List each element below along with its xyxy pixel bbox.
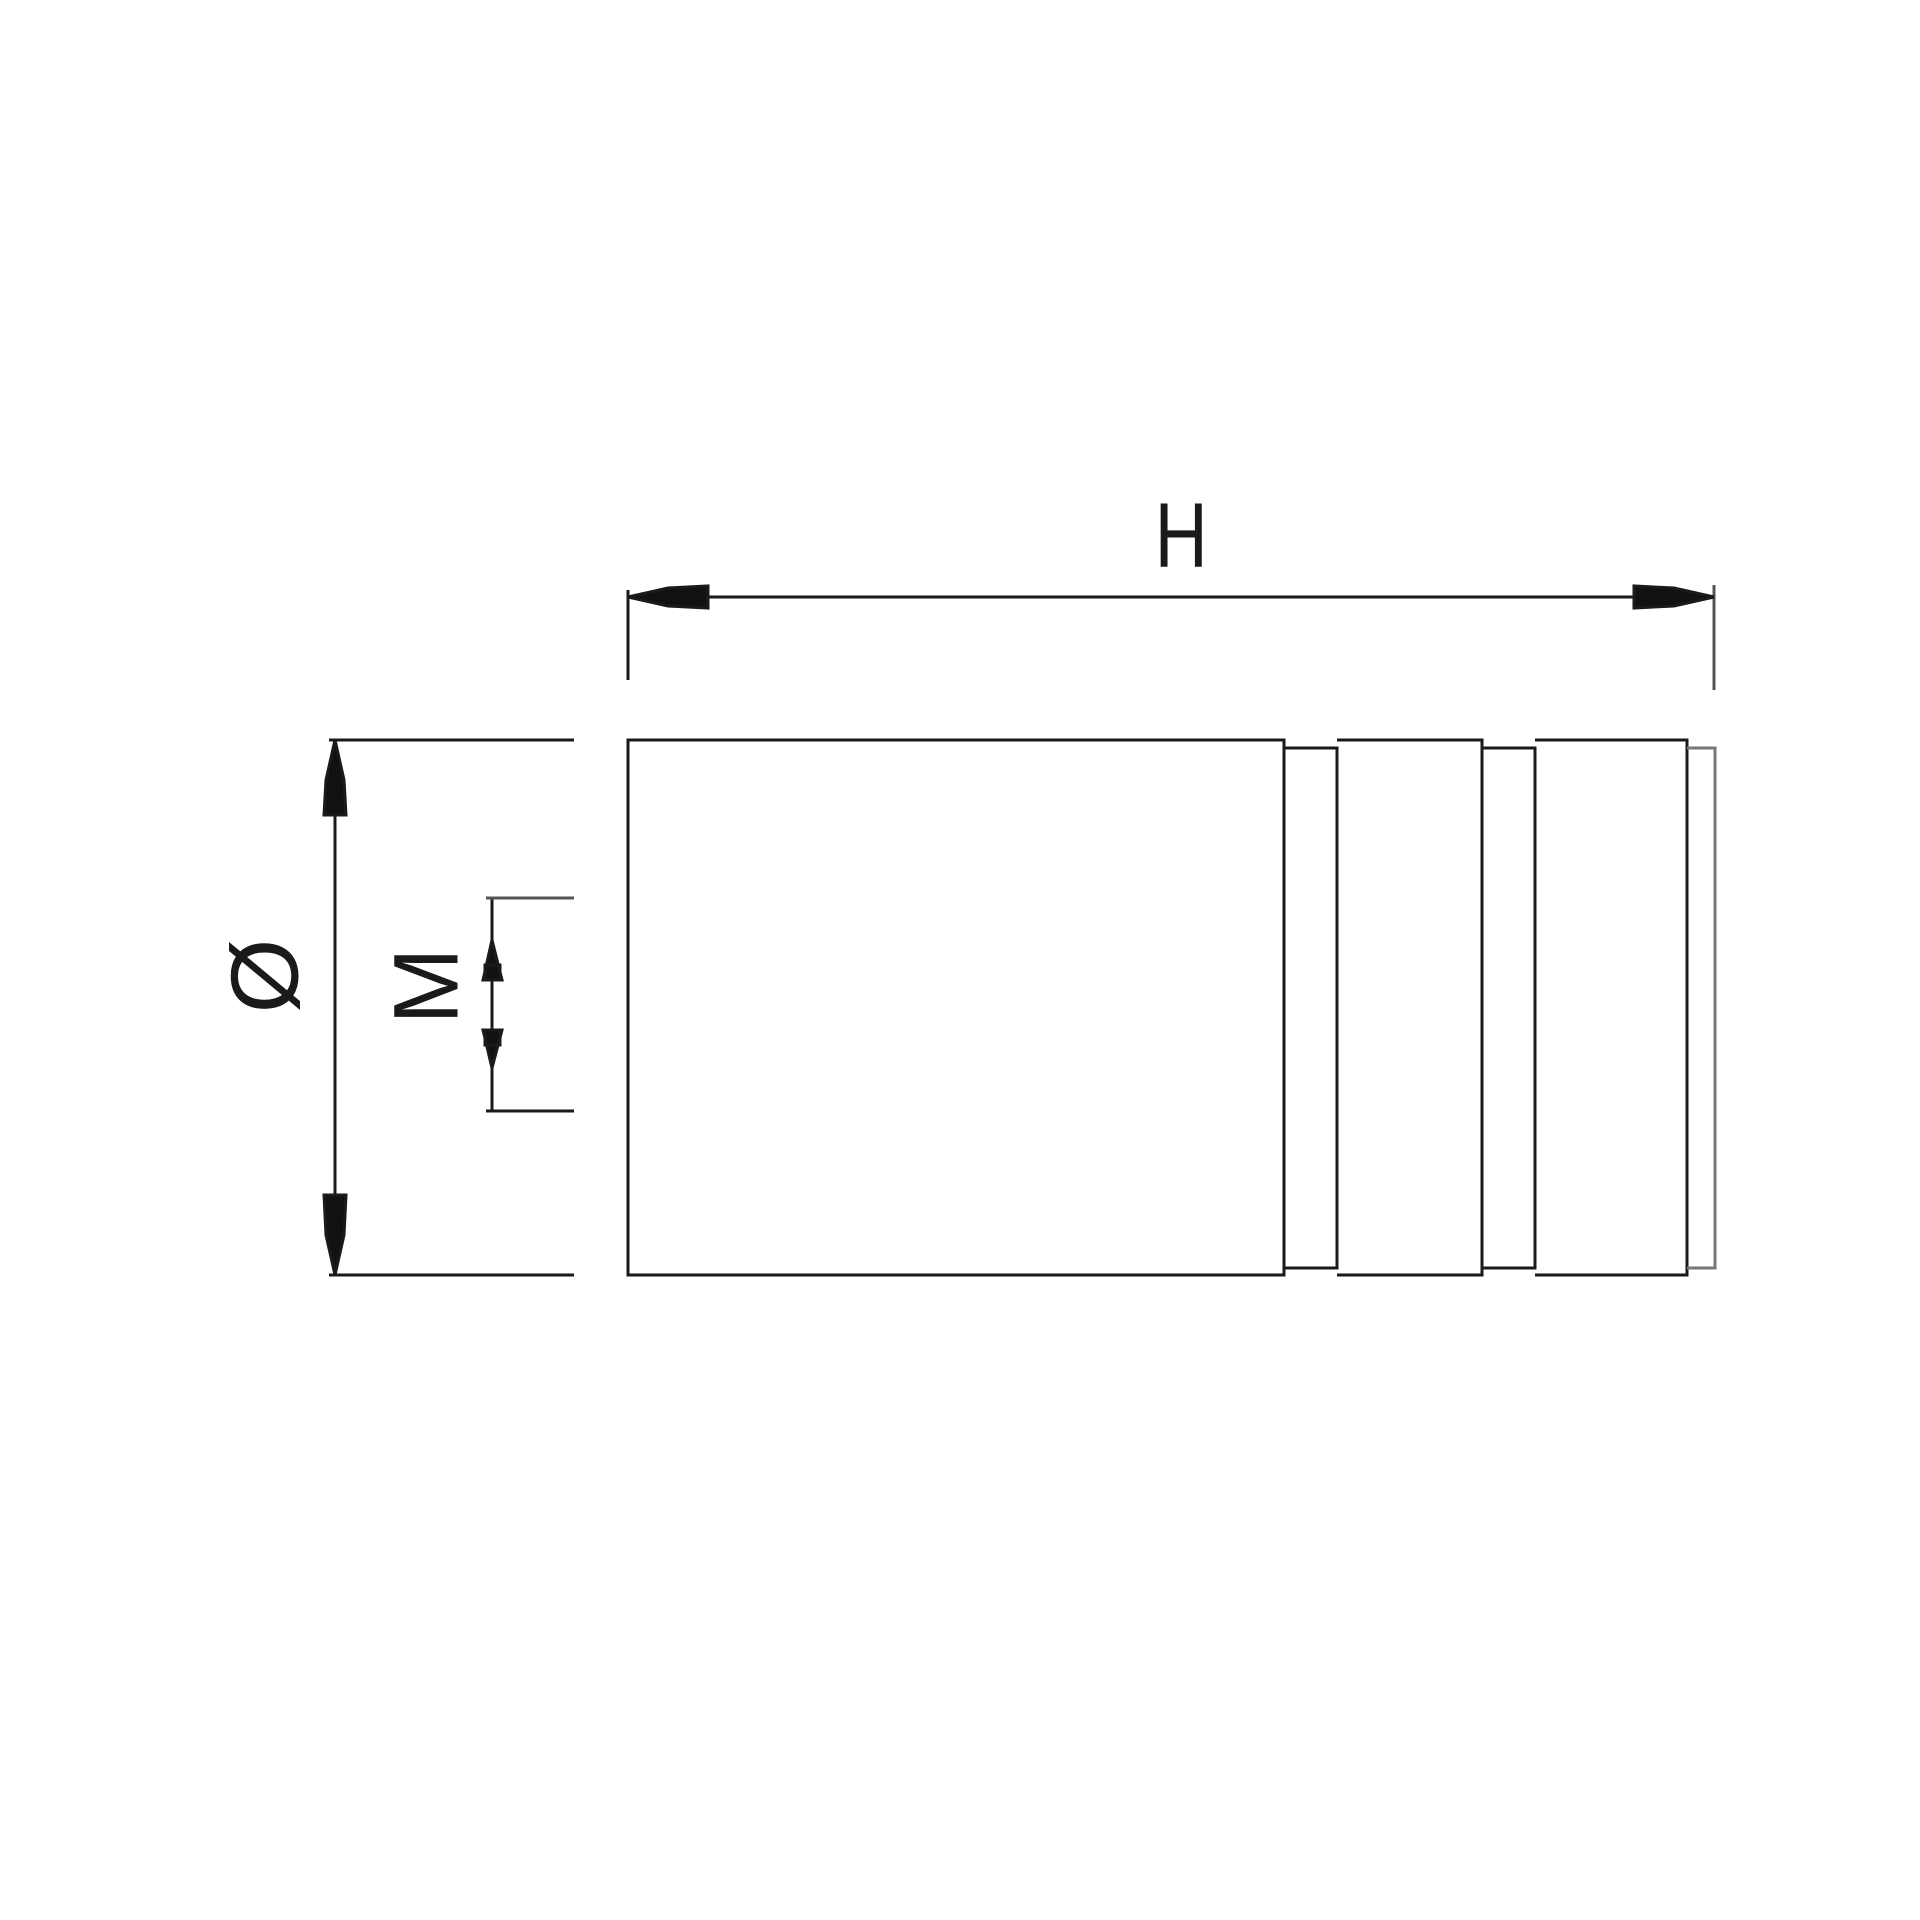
- thread-label: M: [375, 947, 478, 1025]
- arrow-left-icon: [627, 584, 710, 610]
- arrow-down-icon: [481, 1028, 504, 1069]
- part-body: [626, 738, 1717, 1277]
- diameter-label: Ø: [211, 938, 319, 1014]
- height-dimension: [626, 584, 1716, 690]
- diameter-dimension: [322, 738, 574, 1277]
- arrow-up-icon: [322, 739, 348, 817]
- height-label: H: [1154, 485, 1208, 587]
- arrow-down-icon: [322, 1193, 348, 1276]
- thread-dimension: [481, 896, 574, 1113]
- arrow-right-icon: [1632, 584, 1715, 610]
- arrow-up-icon: [481, 939, 504, 982]
